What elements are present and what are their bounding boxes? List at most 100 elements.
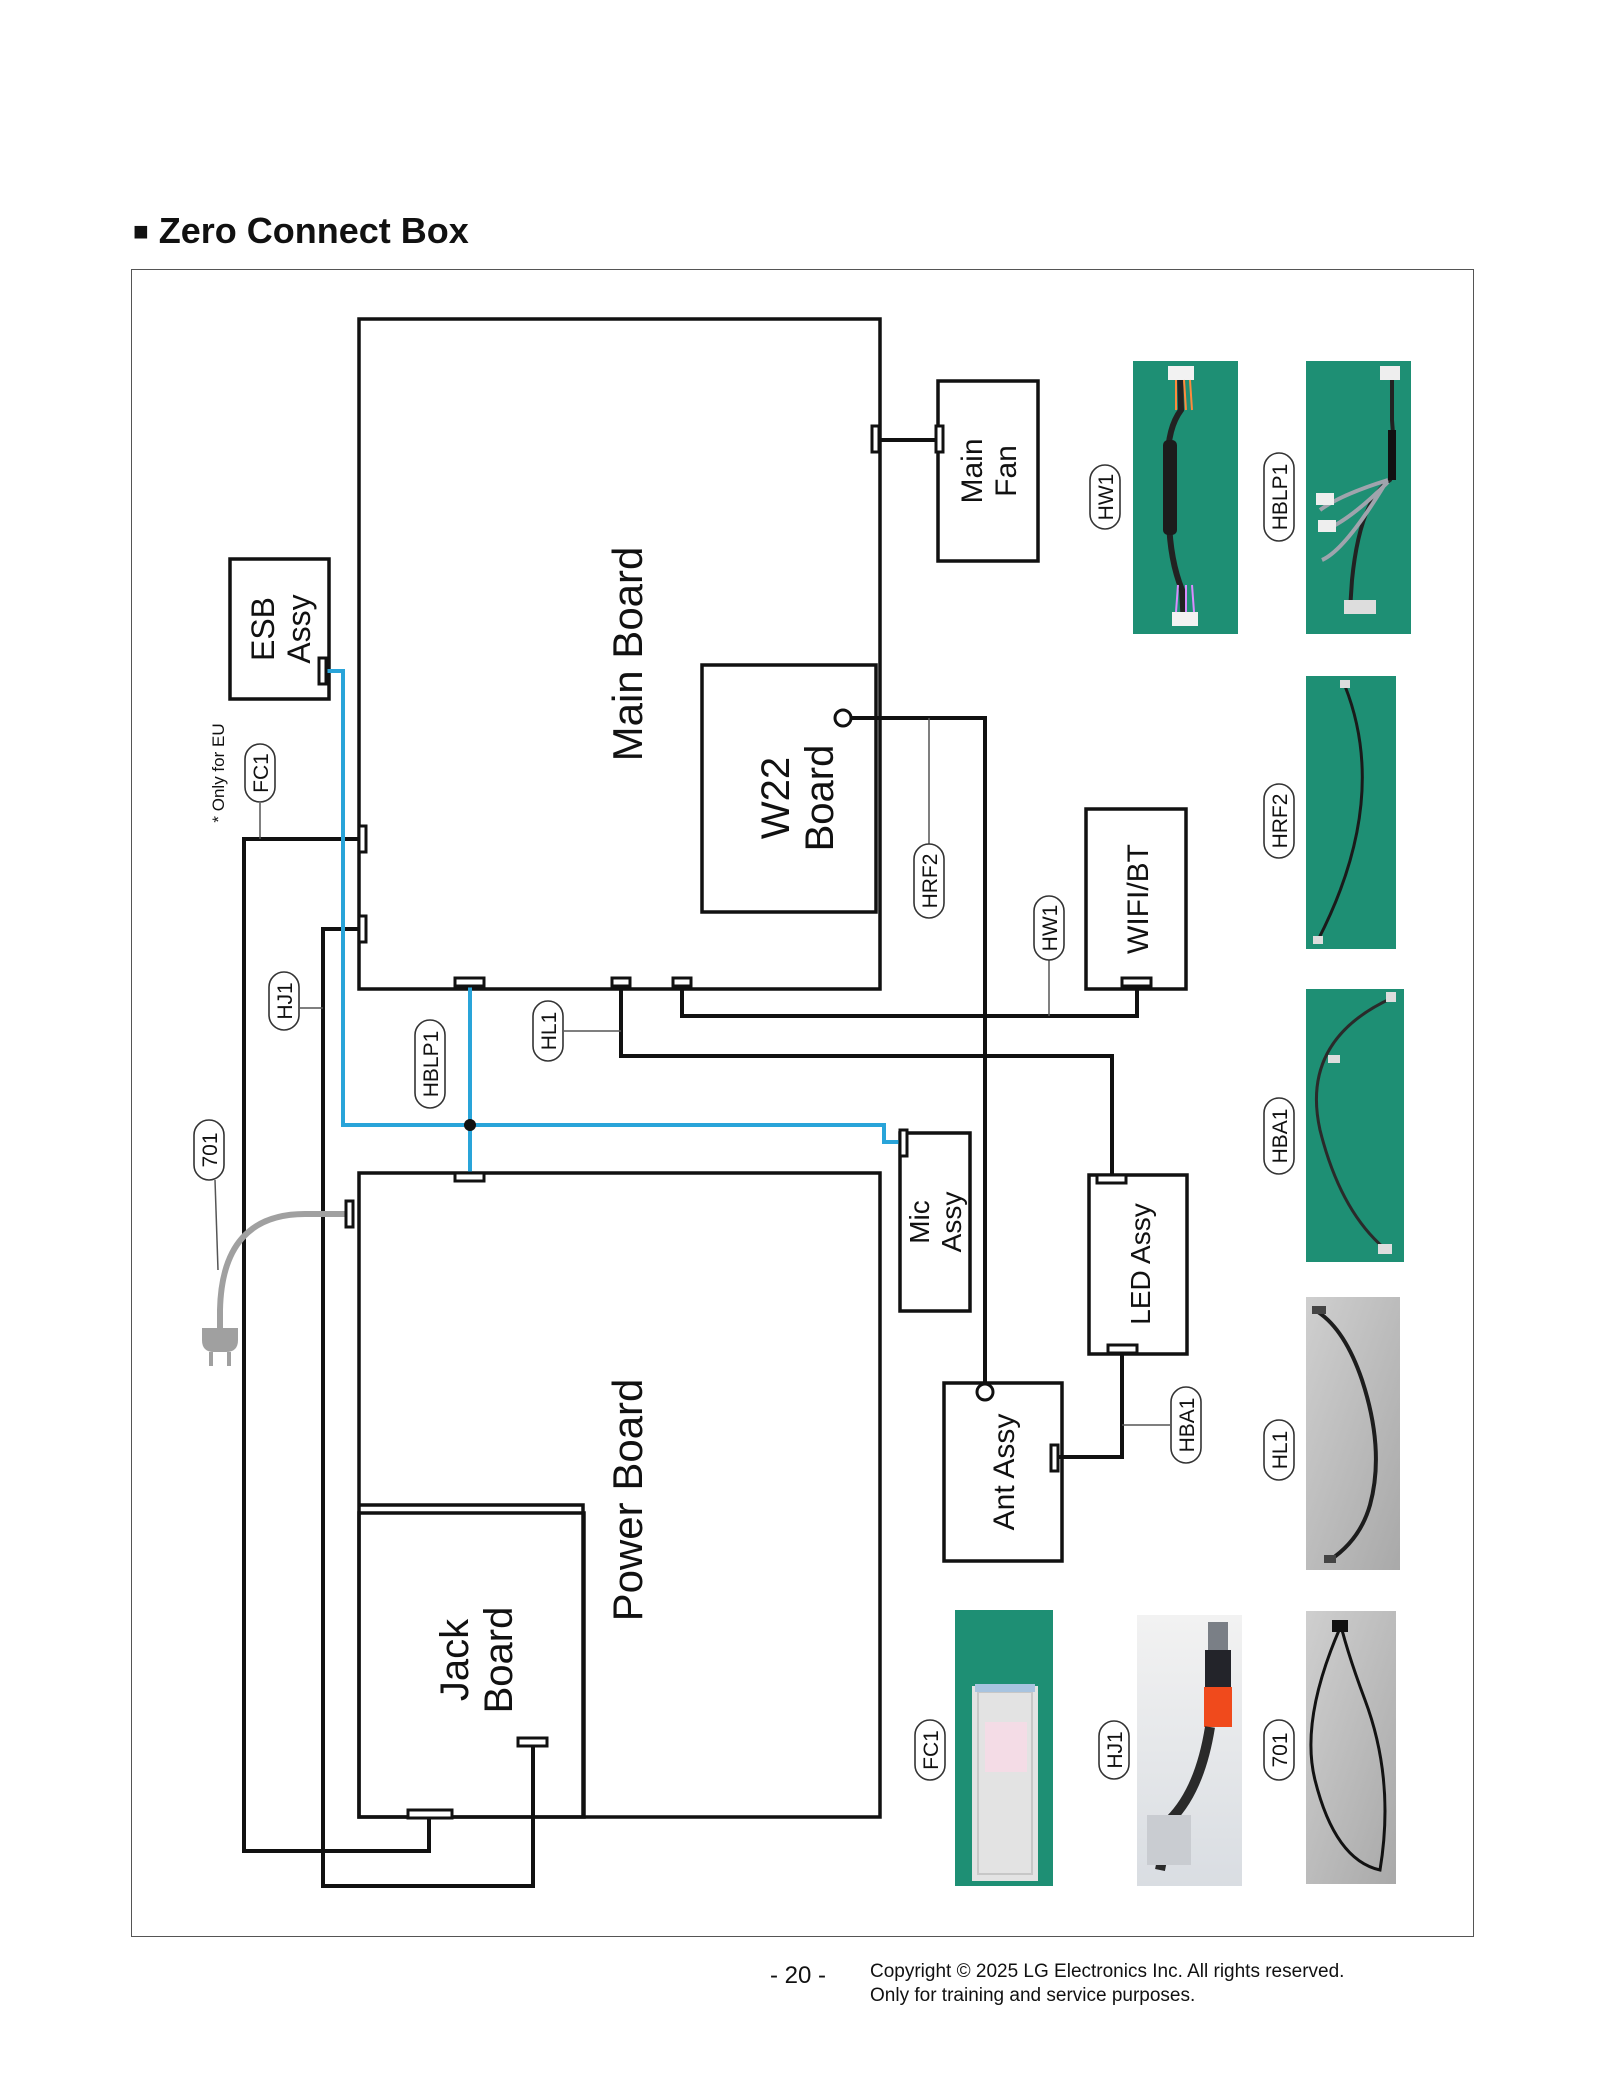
- copyright-line-1: Copyright © 2025 LG Electronics Inc. All…: [870, 1961, 1345, 1982]
- photo-hblp1: [1306, 361, 1411, 634]
- photo-hrf2: [1306, 676, 1396, 949]
- esb-label-2: Assy: [281, 594, 317, 663]
- wire-hblp1-esb: [326, 669, 905, 1144]
- conn-led-bottom: [1106, 1343, 1139, 1355]
- conn-main-fan-b: [934, 424, 945, 454]
- section-title-text: Zero Connect Box: [158, 210, 469, 251]
- svg-text:HL1: HL1: [1269, 1431, 1292, 1470]
- mic-label-2: Assy: [936, 1192, 967, 1253]
- conn-main-fc1: [357, 824, 368, 854]
- w22-label-1: W22: [754, 757, 798, 839]
- svg-text:HW1: HW1: [1039, 905, 1062, 952]
- conn-main-hw1: [671, 976, 693, 988]
- tag-701: 701: [193, 1119, 225, 1181]
- power-board-notch: [359, 1503, 585, 1817]
- photo-tag-hl1: HL1: [1263, 1419, 1295, 1481]
- photo-hw1: [1133, 361, 1238, 634]
- wire-hw1: [680, 982, 1139, 1018]
- section-title: ■ Zero Connect Box: [133, 210, 469, 252]
- tag-hl1: HL1: [532, 1000, 564, 1062]
- wire-hba1: [1055, 1350, 1124, 1459]
- esb-assy-box: [228, 557, 331, 701]
- conn-main-hj1: [357, 914, 368, 944]
- jack-label-1: Jack: [433, 1618, 477, 1701]
- main-fan-label-2: Fan: [990, 445, 1023, 497]
- mic-assy-box: [898, 1131, 972, 1313]
- power-cord: [217, 1211, 353, 1333]
- conn-esb: [317, 656, 328, 686]
- wire-hj1: [321, 927, 535, 1888]
- tag-fc1: FC1: [244, 743, 276, 803]
- mic-label-1: Mic: [904, 1200, 935, 1244]
- tag-hblp1: HBLP1: [414, 1019, 446, 1109]
- conn-ant: [1049, 1443, 1060, 1473]
- svg-text:HBA1: HBA1: [1176, 1398, 1199, 1453]
- conn-main-hl1: [610, 976, 632, 988]
- photo-hl1: [1306, 1297, 1400, 1570]
- copyright-line-2: Only for training and service purposes.: [870, 1985, 1196, 2006]
- eu-note: * Only for EU: [209, 723, 228, 822]
- photo-fc1: [955, 1610, 1053, 1886]
- svg-text:HJ1: HJ1: [1104, 1731, 1127, 1768]
- photo-tag-fc1: FC1: [914, 1719, 946, 1781]
- diagram-frame: [131, 269, 1474, 1937]
- hblp1-junction: [464, 1119, 476, 1131]
- photo-tag-701: 701: [1263, 1719, 1295, 1781]
- led-assy-label: LED Assy: [1125, 1203, 1156, 1324]
- conn-power-cord: [344, 1199, 355, 1229]
- svg-text:HBLP1: HBLP1: [420, 1031, 443, 1098]
- ant-assy-label: Ant Assy: [988, 1414, 1021, 1531]
- svg-text:701: 701: [199, 1132, 222, 1167]
- tag-hw1: HW1: [1033, 895, 1065, 961]
- conn-ant-coax: [975, 1382, 995, 1402]
- w22-board-box: [700, 663, 878, 914]
- svg-text:HBLP1: HBLP1: [1269, 464, 1292, 531]
- svg-text:HW1: HW1: [1095, 474, 1118, 521]
- photo-tag-hba1: HBA1: [1263, 1097, 1295, 1175]
- wire-hl1: [619, 982, 1114, 1178]
- conn-mic: [898, 1128, 909, 1158]
- svg-text:FC1: FC1: [920, 1730, 943, 1770]
- wifi-bt-label: WIFI/BT: [1122, 844, 1155, 954]
- copyright-notice: Copyright © 2025 LG Electronics Inc. All…: [870, 1960, 1344, 2008]
- photo-tag-hw1: HW1: [1089, 464, 1121, 530]
- photo-tag-hj1: HJ1: [1098, 1720, 1130, 1780]
- photo-hj1: [1137, 1615, 1242, 1886]
- page-number: - 20 -: [770, 1962, 827, 1989]
- wire-fc1: [242, 837, 431, 1853]
- esb-label-1: ESB: [245, 597, 281, 661]
- w22-label-2: Board: [798, 745, 842, 852]
- svg-text:HRF2: HRF2: [1269, 794, 1292, 849]
- tag-hba1: HBA1: [1170, 1386, 1202, 1464]
- photo-701: [1306, 1611, 1396, 1884]
- conn-jack-fc1: [406, 1808, 454, 1820]
- svg-text:701: 701: [1269, 1732, 1292, 1767]
- conn-main-fan-a: [870, 424, 881, 454]
- main-fan-box: [936, 379, 1040, 563]
- svg-text:HRF2: HRF2: [919, 854, 942, 909]
- power-board-box: [357, 1171, 882, 1819]
- conn-power-hblp1: [453, 1171, 486, 1183]
- conn-led-top: [1095, 1173, 1128, 1185]
- tag-hj1: HJ1: [268, 971, 300, 1031]
- conn-main-hblp1: [453, 976, 486, 988]
- tag-hrf2: HRF2: [913, 843, 945, 919]
- section-bullet: ■: [133, 216, 149, 246]
- photo-tag-hrf2: HRF2: [1263, 783, 1295, 859]
- ant-assy-box: [942, 1381, 1064, 1563]
- photo-tag-hblp1: HBLP1: [1263, 452, 1295, 542]
- main-board-label: Main Board: [604, 547, 651, 762]
- conn-wifi: [1120, 976, 1153, 988]
- svg-text:HBA1: HBA1: [1269, 1109, 1292, 1164]
- svg-text:HL1: HL1: [538, 1012, 561, 1051]
- plug-icon: [202, 1328, 238, 1366]
- main-fan-label-1: Main: [956, 438, 989, 503]
- photo-hba1: [1306, 989, 1404, 1262]
- conn-w22-coax: [833, 708, 853, 728]
- wire-hrf2: [849, 716, 987, 1388]
- jack-label-2: Board: [477, 1607, 521, 1714]
- svg-text:FC1: FC1: [250, 753, 273, 793]
- power-board-label: Power Board: [604, 1379, 651, 1622]
- conn-jack-hj1: [516, 1736, 549, 1748]
